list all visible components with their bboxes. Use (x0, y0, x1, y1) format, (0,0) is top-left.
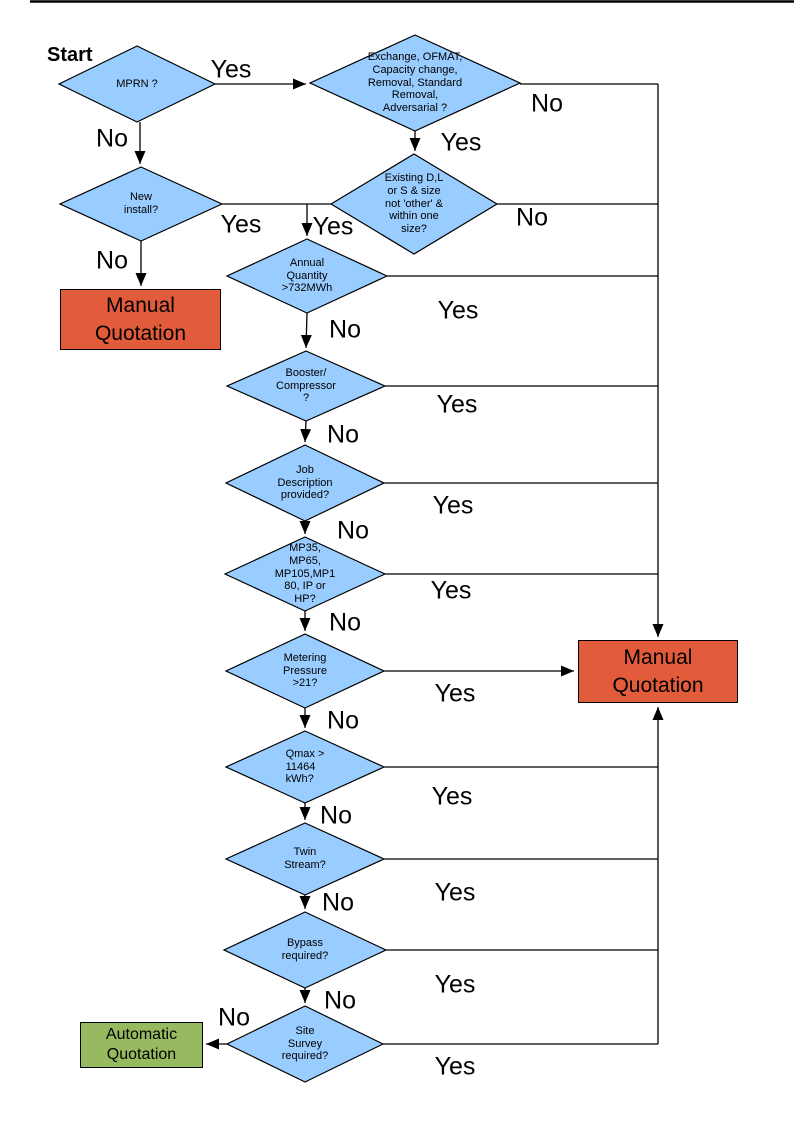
manual-quotation-box-left: Manual Quotation (60, 289, 221, 350)
label-annual-no: No (329, 315, 361, 344)
decision-qmax: Qmax > 11464 kWh? (226, 731, 384, 803)
label-job-no: No (337, 516, 369, 545)
label-mp-no: No (329, 608, 361, 637)
label-bypass-no: No (324, 986, 356, 1015)
label-site-yes: Yes (434, 1052, 476, 1081)
label-mprn-yes: Yes (210, 55, 252, 84)
label-exchange-yes: Yes (440, 128, 482, 157)
decision-bypass: Bypass required? (224, 912, 386, 988)
label-booster-yes: Yes (436, 390, 478, 419)
label-existing-yes: Yes (312, 212, 354, 241)
edge-annual-no (300, 312, 312, 349)
decision-mp-sizes: MP35, MP65, MP105,MP1 80, IP or HP? (225, 537, 385, 611)
label-qmax-no: No (320, 801, 352, 830)
label-qmax-yes: Yes (431, 782, 473, 811)
edge-booster-no (300, 420, 312, 443)
label-job-yes: Yes (432, 491, 474, 520)
label-new-install-yes: Yes (220, 210, 262, 239)
decision-mprn: MPRN ? (59, 46, 215, 122)
label-site-no: No (218, 1003, 250, 1032)
decision-annual-quantity: Annual Quantity >732MWh (227, 239, 387, 313)
decision-job-description: Job Description provided? (226, 445, 384, 521)
decision-exchange: Exchange, OFMAT, Capacity change, Remova… (310, 35, 520, 131)
automatic-quotation-box: Automatic Quotation (80, 1022, 203, 1068)
label-exchange-no: No (531, 89, 563, 118)
label-booster-no: No (327, 420, 359, 449)
label-twin-yes: Yes (434, 878, 476, 907)
manual-quotation-box-right: Manual Quotation (578, 640, 738, 703)
label-new-install-no: No (96, 246, 128, 275)
label-existing-no: No (516, 203, 548, 232)
start-label: Start (47, 44, 93, 66)
decision-metering-pressure: Metering Pressure >21? (226, 634, 384, 708)
label-mprn-no: No (96, 124, 128, 153)
decision-site-survey: Site Survey required? (227, 1006, 383, 1082)
decision-new-install: New install? (60, 167, 222, 241)
label-mp-yes: Yes (430, 576, 472, 605)
decision-booster: Booster/ Compressor ? (227, 351, 385, 421)
label-twin-no: No (322, 888, 354, 917)
decision-twin-stream: Twin Stream? (226, 823, 384, 895)
label-metering-no: No (327, 706, 359, 735)
label-metering-yes: Yes (434, 679, 476, 708)
label-bypass-yes: Yes (434, 970, 476, 999)
label-annual-yes: Yes (437, 296, 479, 325)
